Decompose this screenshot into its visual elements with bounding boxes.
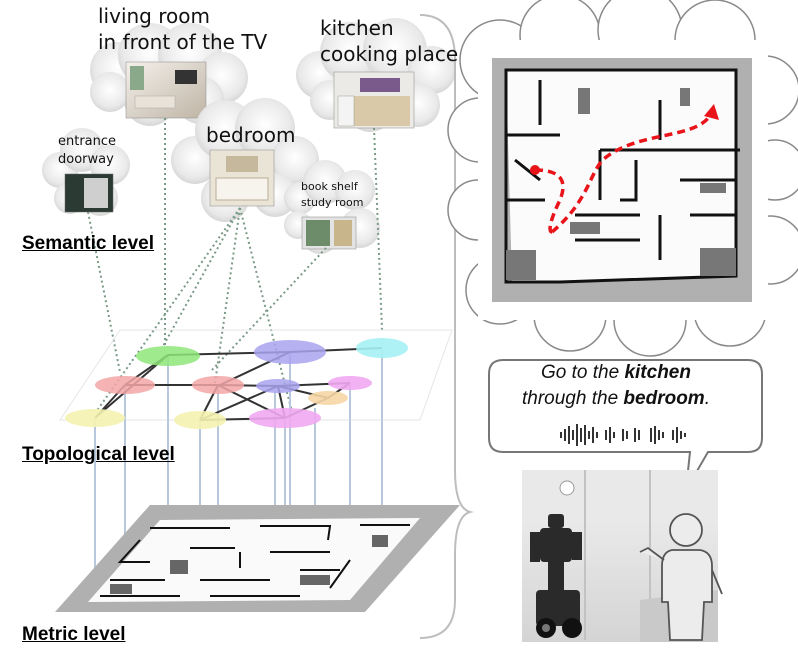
label-kitchen-1: kitchen: [320, 16, 394, 40]
goal-arrow: [704, 104, 719, 120]
navigation-path: [534, 111, 714, 234]
metric-level-title: Metric level: [22, 624, 126, 645]
instruction-part1: Go to the: [541, 362, 625, 383]
topological-level-title: Topological level: [22, 444, 175, 465]
cloud-living-room: [90, 23, 248, 126]
label-entrance-1: entrance: [58, 134, 117, 149]
label-study-2: study room: [301, 196, 364, 209]
node-pink-2: [249, 408, 321, 428]
node-kitchen: [356, 338, 408, 358]
node-living-room: [136, 346, 200, 366]
robot-scene: [522, 470, 723, 642]
node-bedroom: [254, 340, 326, 364]
label-entrance-2: doorway: [58, 152, 114, 167]
semantic-links: [87, 118, 383, 413]
metric-map: [55, 505, 460, 612]
cloud-kitchen: [296, 18, 456, 132]
node-yellow-1: [65, 409, 125, 427]
instruction-bedroom: bedroom: [623, 388, 705, 409]
label-kitchen-2: cooking place: [320, 42, 459, 66]
node-entrance-1: [95, 376, 155, 394]
divider-bracket: [419, 14, 474, 639]
node-bedroom-2: [256, 379, 300, 393]
semantic-level-title: Semantic level: [22, 233, 155, 254]
occupancy-map: [492, 58, 752, 302]
voice-waveform: [560, 424, 686, 446]
cloud-study-room: [284, 160, 380, 254]
node-yellow-2: [174, 411, 226, 429]
robot: [530, 514, 582, 638]
node-pink-1: [328, 376, 372, 390]
start-point: [530, 165, 540, 175]
graph-nodes: [65, 338, 408, 429]
instruction-part2: through the: [522, 388, 624, 409]
cloud-entrance: [42, 128, 130, 216]
human-figure: [639, 513, 723, 641]
label-living-room-1: living room: [98, 4, 210, 28]
instruction-kitchen: kitchen: [624, 362, 691, 383]
label-living-room-2: in front of the TV: [98, 30, 268, 54]
instruction-text: Go to the kitchen through the bedroom.: [468, 360, 764, 412]
node-orange: [308, 391, 348, 405]
label-study-1: book shelf: [301, 180, 358, 193]
instruction-end: .: [704, 388, 710, 409]
node-entrance-2: [192, 376, 244, 394]
label-bedroom: bedroom: [206, 123, 296, 147]
